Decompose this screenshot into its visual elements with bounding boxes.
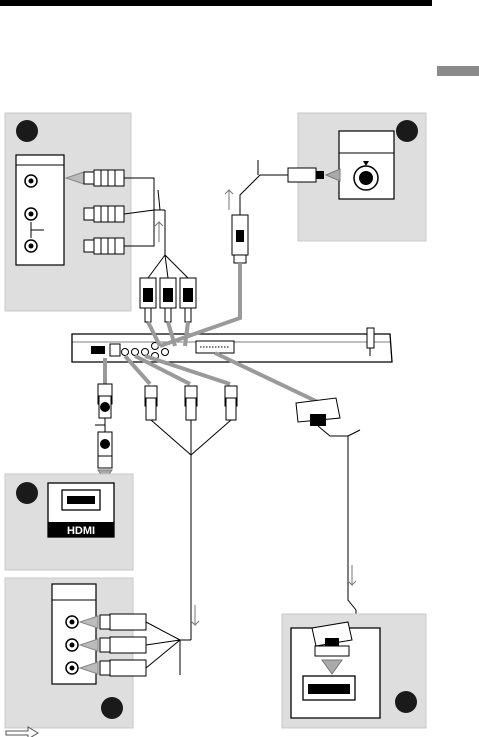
rca-plug-audio-l (84, 206, 124, 222)
dvd-player-rear (72, 328, 392, 362)
signal-arrow-down (348, 565, 356, 585)
component-plugs (145, 386, 237, 640)
panel-d-badge (101, 697, 123, 719)
rca-plugs-player-side (140, 278, 196, 322)
panel-b-badge (396, 120, 418, 142)
panel-e-badge (395, 691, 417, 713)
panel-a (5, 113, 196, 322)
panel-c: HDMI (5, 474, 133, 570)
panel-c-badge (16, 482, 38, 504)
panel-e (282, 614, 426, 728)
header-bar (0, 0, 432, 6)
signal-arrow-down (191, 605, 199, 625)
rca-plug-audio-r (84, 238, 124, 254)
signal-arrow-up (225, 190, 233, 210)
hdmi-out-jack (91, 346, 105, 354)
cable-paths (105, 263, 320, 403)
hdmi-cable (95, 384, 112, 480)
signal-arrow-up (155, 222, 163, 242)
tv-av-jack-panel (16, 155, 64, 265)
hdmi-logo: HDMI (67, 525, 95, 537)
scart-cable (296, 398, 360, 625)
section-tab (437, 66, 479, 76)
panel-b (225, 113, 426, 263)
panel-a-badge (16, 120, 38, 142)
panel-d (5, 578, 180, 728)
